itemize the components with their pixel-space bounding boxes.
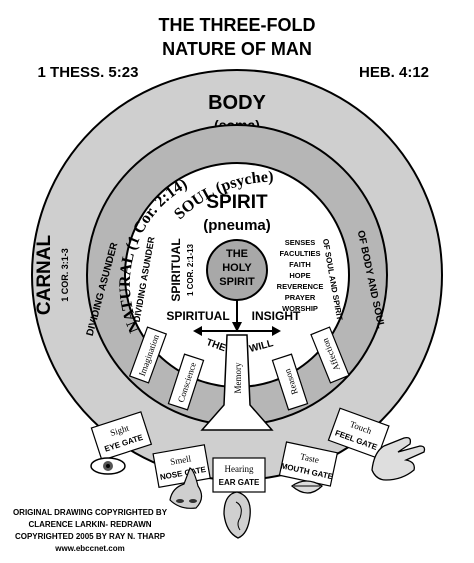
soul-faculty-channel: Conscience bbox=[167, 353, 205, 411]
sense-label: Taste bbox=[299, 451, 320, 465]
carnal-label: CARNAL bbox=[34, 235, 55, 316]
ear-icon bbox=[223, 491, 251, 539]
spirit-subtitle: (pneuma) bbox=[203, 217, 271, 234]
spiritual-side-ref: 1 COR. 2:1-13 bbox=[186, 243, 195, 296]
sense-label: Hearing bbox=[225, 464, 254, 474]
soul-faculty-label: Memory bbox=[233, 362, 243, 393]
credits: ORIGINAL DRAWING COPYRIGHTED BY CLARENCE … bbox=[13, 508, 168, 553]
spirit-title: SPIRIT bbox=[206, 192, 268, 213]
credit-line: ORIGINAL DRAWING COPYRIGHTED BY bbox=[13, 508, 168, 517]
credit-line: www.ebccnet.com bbox=[54, 544, 125, 553]
spiritual-insight-left: SPIRITUAL bbox=[166, 309, 229, 323]
gate-label: EAR GATE bbox=[219, 478, 260, 487]
faculty-item: FAITH bbox=[289, 260, 311, 269]
title-line-1: THE THREE-FOLD bbox=[159, 15, 316, 35]
eye-icon bbox=[90, 457, 126, 475]
credit-line: CLARENCE LARKIN- REDRAWN bbox=[28, 520, 151, 529]
soul-faculty-channel: Memory bbox=[233, 362, 243, 393]
faculties-list: SENSES FACULTIES FAITH HOPE REVERENCE PRAYER W… bbox=[277, 238, 324, 313]
body-title: BODY bbox=[208, 92, 266, 114]
credit-line: COPYRIGHTED 2005 BY RAY N. THARP bbox=[15, 532, 166, 541]
sense-label: Smell bbox=[169, 453, 192, 467]
nose-icon bbox=[169, 467, 203, 509]
holy-spirit-line-1: THE bbox=[226, 248, 248, 260]
spiritual-insight-right: INSIGHT bbox=[252, 309, 301, 323]
will-arrow-icon bbox=[193, 300, 281, 336]
carnal-ref: 1 COR. 3:1-3 bbox=[60, 248, 70, 302]
title-line-2: NATURE OF MAN bbox=[162, 39, 312, 59]
soul-faculty-channel: Affection bbox=[310, 326, 350, 384]
memory-channel bbox=[200, 334, 274, 431]
holy-spirit-line-2: HOLY bbox=[222, 262, 252, 274]
reference-left: 1 THESS. 5:23 bbox=[38, 64, 139, 81]
hand-icon bbox=[371, 436, 426, 481]
faculty-item: HOPE bbox=[289, 271, 310, 280]
faculty-item: WORSHIP bbox=[282, 304, 318, 313]
holy-spirit-line-3: SPIRIT bbox=[219, 276, 255, 288]
soul-faculty-channel: Reason bbox=[271, 353, 309, 411]
faculty-item: FACULTIES bbox=[279, 249, 320, 258]
mouth-icon bbox=[290, 480, 324, 494]
faculty-item: REVERENCE bbox=[277, 282, 324, 291]
faculty-item: PRAYER bbox=[285, 293, 316, 302]
reference-right: HEB. 4:12 bbox=[359, 64, 429, 81]
faculty-item: SENSES bbox=[285, 238, 315, 247]
spiritual-side-label: SPIRITUAL bbox=[169, 238, 183, 301]
